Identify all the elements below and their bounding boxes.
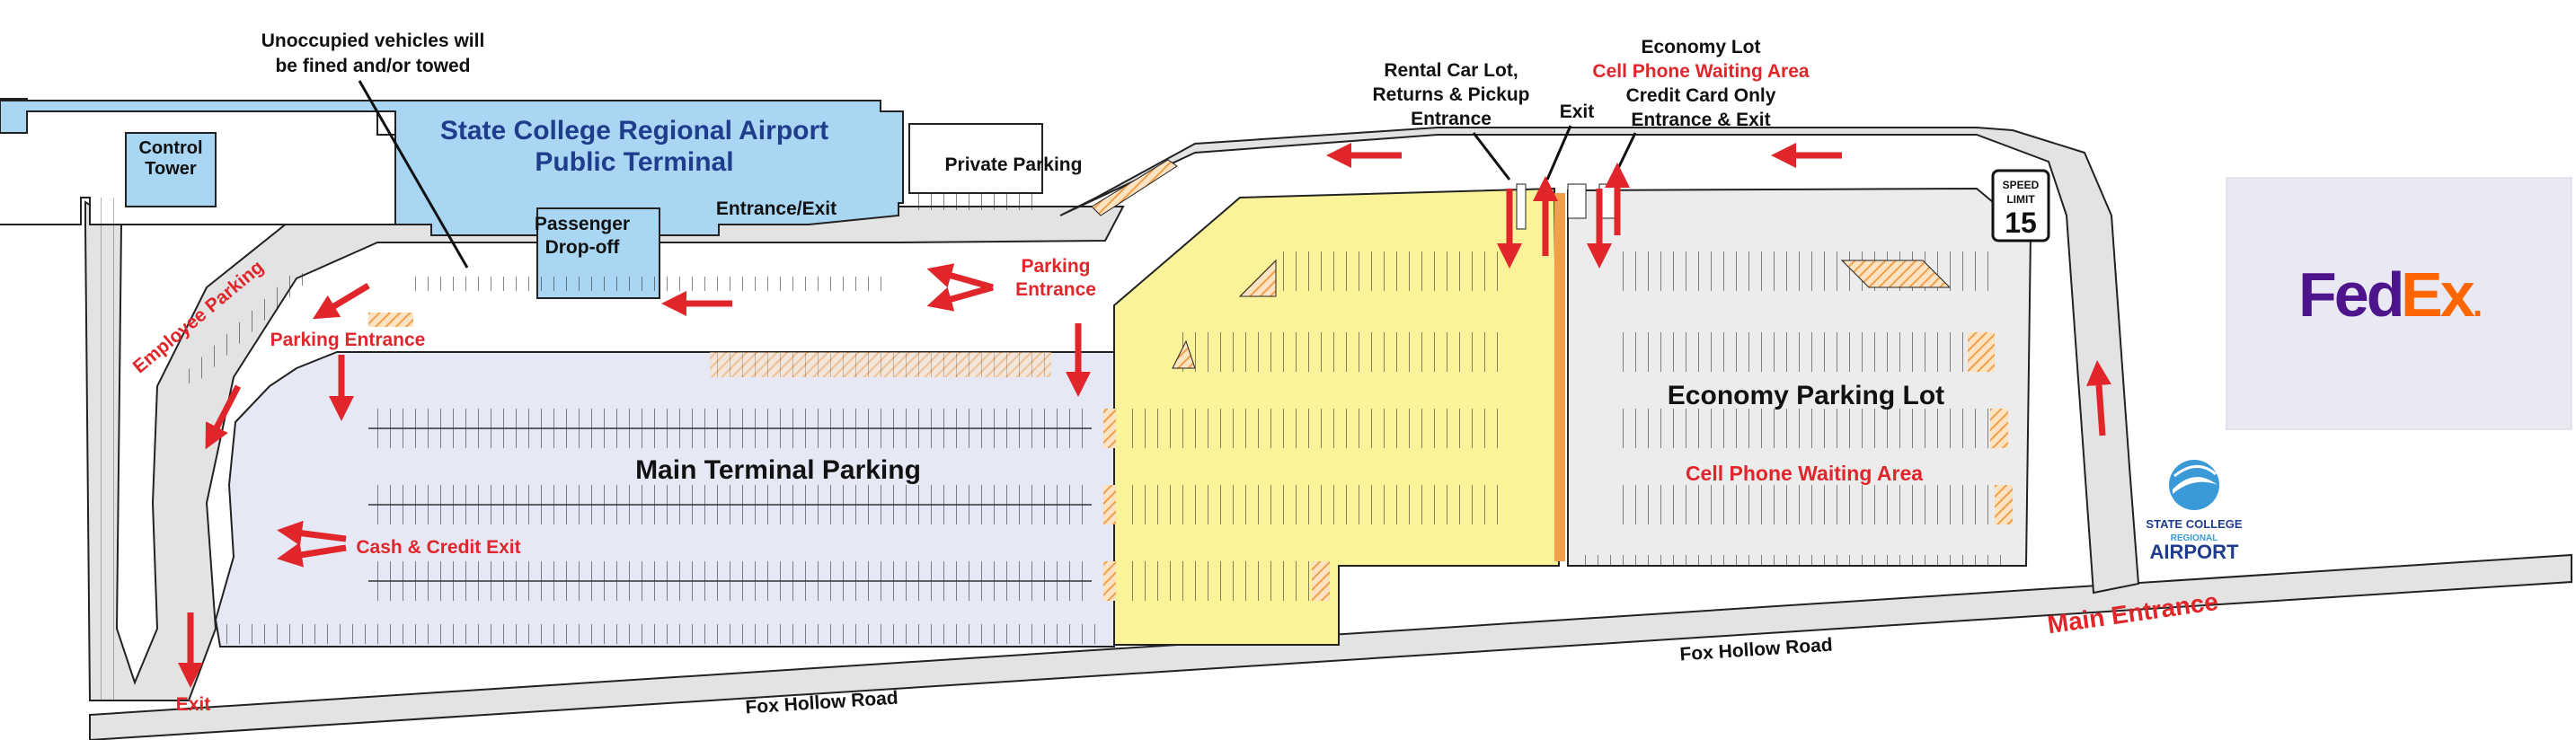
rental-lot-stall-rows (1123, 251, 1509, 601)
control-tower-label-1: Control (138, 138, 202, 158)
cash-credit-exit-label: Cash & Credit Exit (356, 537, 520, 558)
passenger-dropoff-label-2: Drop-off (545, 237, 621, 258)
economy-lot-stall-rows (1581, 251, 2004, 566)
economy-callout-2: Cell Phone Waiting Area (1592, 61, 1809, 82)
notice-line-1: Unoccupied vehicles will (261, 31, 485, 51)
rental-callout-3: Entrance (1411, 109, 1492, 129)
fedex-logo: Fed Ex . (2226, 177, 2572, 430)
economy-callout-pointer (1611, 132, 1637, 181)
economy-callout-3: Credit Card Only (1626, 85, 1776, 106)
direction-arrow-icon (926, 263, 994, 291)
exit-bottom-label: Exit (176, 694, 211, 715)
notice-line-2: be fined and/or towed (275, 56, 470, 76)
direction-arrows (178, 143, 2111, 688)
direction-arrow-icon (2086, 360, 2111, 436)
direction-arrow-icon (205, 384, 242, 450)
parking-entrance-label-2: Entrance (1015, 279, 1096, 300)
fedex-dot: . (2473, 285, 2483, 324)
airport-logo-text-3: AIRPORT (2150, 541, 2240, 563)
parking-entrance-left-label: Parking Entrance (270, 330, 426, 350)
fedex-ex: Ex (2401, 260, 2475, 330)
rental-callout-1: Rental Car Lot, (1384, 60, 1518, 81)
notice-pointer (358, 80, 469, 269)
main-lot-label: Main Terminal Parking (635, 455, 921, 485)
cell-phone-area-label: Cell Phone Waiting Area (1686, 462, 1923, 485)
direction-arrow-icon (926, 284, 994, 312)
speed-sign-line-1: SPEED (2003, 179, 2040, 191)
rental-callout-pointer (1472, 132, 1511, 181)
control-tower (125, 132, 217, 207)
airport-logo-text-2: REGIONAL (2171, 533, 2218, 543)
exit-callout-pointer (1545, 125, 1572, 181)
direction-arrow-icon (277, 520, 347, 546)
economy-callout-1: Economy Lot (1641, 37, 1760, 57)
entrance-exit-label: Entrance/Exit (716, 198, 837, 219)
private-parking-lot (908, 123, 1043, 194)
terminal-title-2: Public Terminal (535, 147, 733, 177)
exit-callout-top: Exit (1560, 101, 1595, 122)
main-lot-stall-rows (225, 409, 1105, 644)
control-tower-label-2: Tower (145, 159, 197, 179)
speed-sign-line-2: LIMIT (2006, 193, 2035, 206)
rental-callout-2: Returns & Pickup (1372, 84, 1529, 105)
economy-callout-4: Entrance & Exit (1631, 110, 1770, 130)
fox-hollow-road-label-2: Fox Hollow Road (1679, 635, 1833, 665)
airport-logo: STATE COLLEGE REGIONAL AIRPORT (2146, 460, 2243, 563)
direction-arrow-icon (277, 542, 347, 568)
speed-sign-value: 15 (2005, 207, 2037, 239)
economy-lot-label: Economy Parking Lot (1668, 381, 1944, 410)
direction-arrow-icon (312, 282, 370, 320)
fedex-fed: Fed (2298, 260, 2402, 330)
parking-entrance-label-1: Parking (1021, 256, 1090, 277)
fox-hollow-road (89, 553, 2572, 740)
speed-limit-sign-icon: SPEED LIMIT 15 (1991, 169, 2050, 242)
airport-logo-text-1: STATE COLLEGE (2146, 517, 2242, 531)
terminal-title-1: State College Regional Airport (440, 116, 828, 145)
passenger-dropoff-label-1: Passenger (535, 214, 630, 234)
private-parking-label: Private Parking (945, 154, 1083, 175)
